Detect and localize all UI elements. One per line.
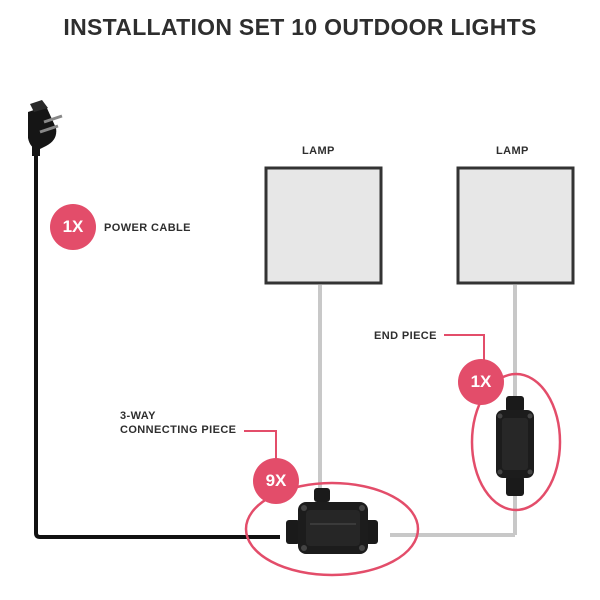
lamp-right <box>456 166 575 285</box>
connector-label-line1: 3-WAY <box>120 410 156 422</box>
lamp-left-label: LAMP <box>302 145 335 157</box>
connector-label-line2: CONNECTING PIECE <box>120 424 237 436</box>
lamp-left <box>264 166 383 285</box>
power-cable-label: POWER CABLE <box>104 222 191 234</box>
connector-pointer <box>244 430 277 460</box>
connector-badge: 9X <box>253 458 299 504</box>
connector-highlight <box>244 481 420 577</box>
plug-icon <box>28 100 63 156</box>
end-piece-label: END PIECE <box>374 330 437 342</box>
end-piece-icon <box>496 396 534 496</box>
power-cable-badge: 1X <box>50 204 96 250</box>
three-way-connector-icon <box>286 488 378 554</box>
power-cable-line <box>34 140 280 539</box>
end-piece-pointer <box>444 334 485 362</box>
page-title: INSTALLATION SET 10 OUTDOOR LIGHTS <box>63 14 537 40</box>
end-piece-highlight <box>470 372 562 512</box>
end-piece-badge: 1X <box>458 359 504 405</box>
lamp-right-label: LAMP <box>496 145 529 157</box>
